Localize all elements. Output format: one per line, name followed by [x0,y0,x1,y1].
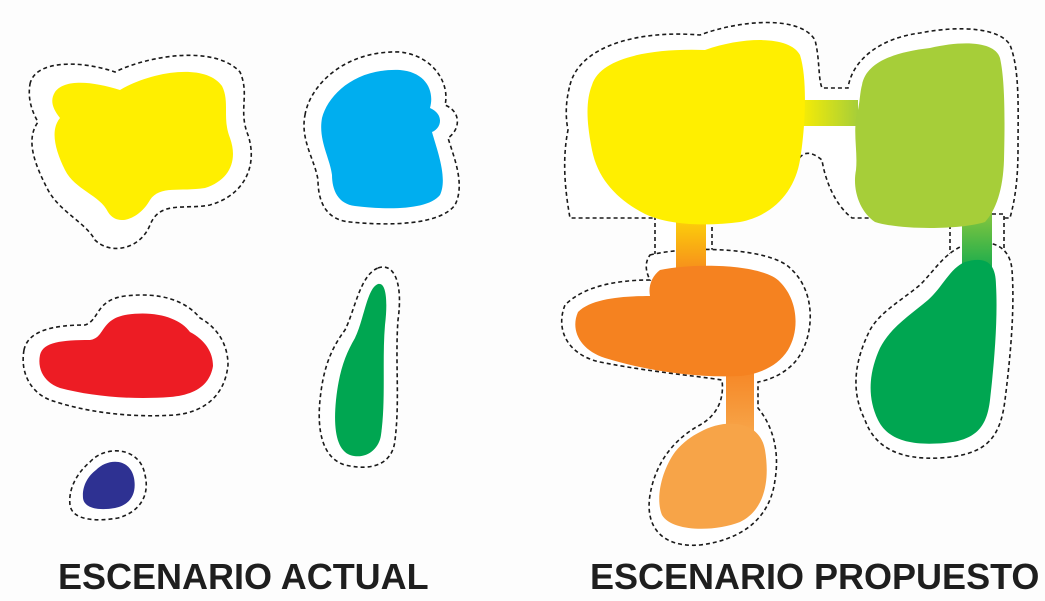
current-yellow-shape [52,71,233,221]
current-red-region [22,294,229,417]
current-cyan-shape [321,69,443,209]
connector-yellow-lightgreen [796,100,858,126]
proposed-lightgreen-shape [854,43,1005,229]
proposed-scenario [560,21,1019,546]
current-green-shape [335,283,387,457]
current-green-region [318,266,401,469]
proposed-yellow-shape [587,40,805,225]
current-red-shape [39,313,213,398]
caption-proposed-scenario: ESCENARIO PROPUESTO [590,556,1040,597]
diagram-canvas [22,21,1019,546]
proposed-lightorange-shape [659,423,767,529]
current-navy-shape [82,461,135,510]
current-yellow-region [28,54,252,250]
caption-current-scenario: ESCENARIO ACTUAL [58,556,429,597]
current-cyan-region [303,51,460,225]
proposed-orange-shape [575,265,796,377]
current-scenario [22,51,460,521]
proposed-darkgreen-shape [870,259,997,444]
current-navy-region [68,450,147,521]
